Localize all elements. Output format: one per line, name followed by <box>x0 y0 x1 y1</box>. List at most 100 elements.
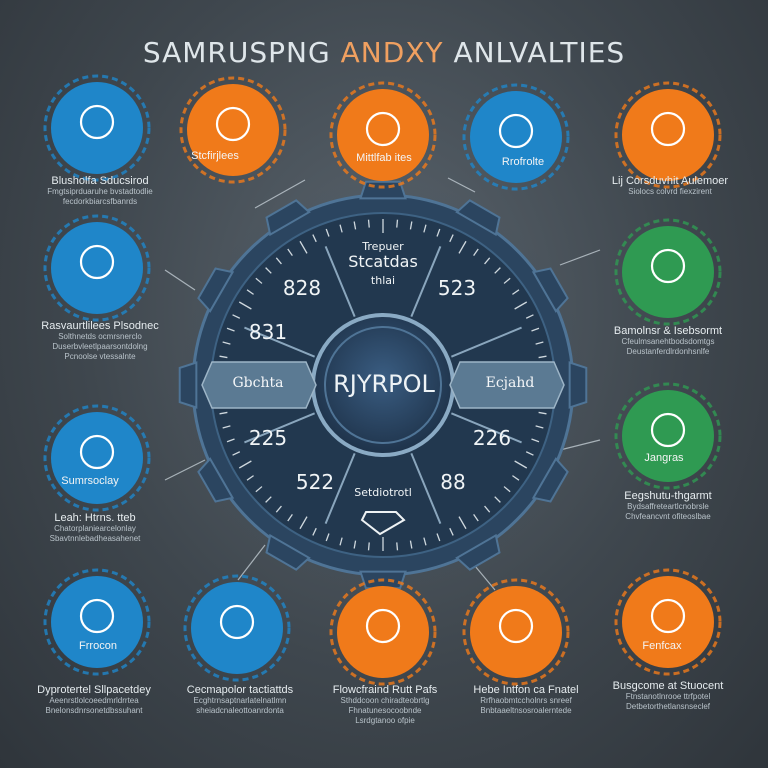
dial-tick <box>473 248 479 256</box>
dial-tick <box>255 486 263 493</box>
segment-value: 523 <box>437 276 477 300</box>
node-title: Rasvaurtlilees Plsodnec <box>41 320 159 332</box>
node-caption: Dyprotertel Sllpacetdey Aeenrstlolcoeedm… <box>14 684 174 716</box>
node-icon <box>650 598 686 634</box>
node-circle <box>462 578 570 686</box>
segment-divider <box>410 452 442 524</box>
dial-tick <box>246 475 254 481</box>
gear-tooth <box>455 199 501 237</box>
dial-tick <box>339 537 343 546</box>
node-icon <box>79 104 115 140</box>
dial-tick <box>409 221 413 230</box>
dial-tick <box>325 228 330 237</box>
node-icon <box>498 608 534 644</box>
dial-tick <box>514 301 528 310</box>
segment-value: 88 <box>440 470 466 494</box>
node-caption: Leah: Htrns. tteb Chatorplaniearcelonlay… <box>15 512 175 544</box>
hub-top-title-3: thlai <box>370 274 396 287</box>
node-title: Lij Corsduvhit Aulemoer <box>611 175 729 187</box>
node-desc: Aeenrstlolcoeedmrldrrtea Bnelonsdnrsonet… <box>45 696 143 715</box>
node-title: Leah: Htrns. tteb <box>54 512 136 524</box>
node-desc: Ecghtrnsaptnarlatelnatlmn sheiadcnaleott… <box>193 696 287 715</box>
arrow-icon <box>360 511 406 536</box>
dial-tick <box>353 221 357 230</box>
dial-tick <box>503 277 511 284</box>
node-title: Flowcfraind Rutt Pafs <box>332 684 438 696</box>
dial-tick <box>232 451 241 456</box>
node-circle <box>183 574 291 682</box>
dial-tick <box>299 240 308 254</box>
segment-divider <box>410 246 442 318</box>
node-circle <box>614 568 722 676</box>
node-icon <box>215 106 251 142</box>
node-desc: Siolocs colvrd fiexzirent <box>628 187 712 196</box>
title-part-1: SAMRUSPNG <box>142 36 331 69</box>
node-title: Bamolnsr & Isebsormt <box>613 325 723 337</box>
node-icon <box>650 412 686 448</box>
dial-tick <box>325 533 330 542</box>
node-circle <box>462 83 570 191</box>
segment-divider <box>244 326 316 358</box>
node-circle <box>43 404 151 512</box>
node-caption: Cecmapolor tactiattds Ecghtrnsaptnarlate… <box>160 684 320 716</box>
node-icon <box>498 113 534 149</box>
dial-tick <box>312 234 317 243</box>
dial-tick <box>265 496 272 503</box>
dial-tick <box>525 451 534 456</box>
dial-tick <box>287 248 293 256</box>
dial-tick <box>436 533 441 542</box>
title-part-3: ANLVALTIES <box>453 36 626 69</box>
banner-right <box>449 361 565 409</box>
node-title: Busgcome at Stuocent <box>612 680 724 692</box>
node-caption: Rasvaurtlilees Plsodnec Solthnetds ocmrs… <box>20 320 180 362</box>
node-caption: Lij Corsduvhit Aulemoer Siolocs colvrd f… <box>590 175 750 197</box>
node-title: Hebe Intfon ca Fnatel <box>473 684 579 696</box>
dial-tick <box>353 540 357 549</box>
node-icon <box>79 598 115 634</box>
dial-tick <box>222 341 231 345</box>
dial-tick <box>535 425 544 429</box>
gear-tooth <box>531 267 569 313</box>
dial-tick <box>396 219 399 228</box>
dial-tick <box>238 301 252 310</box>
gear-tooth <box>568 361 588 409</box>
connector-line <box>237 544 266 581</box>
dial-tick <box>484 505 491 513</box>
hub-top-title-1: Trepuer <box>362 240 404 253</box>
node-circle <box>179 76 287 184</box>
node-inner-label: Fenfcax <box>642 640 682 652</box>
segment-value: 225 <box>248 426 288 450</box>
node-inner-label: Mittlfab ites <box>356 152 412 164</box>
segment-divider <box>450 326 522 358</box>
gear-tooth <box>265 533 311 571</box>
gear-tooth <box>531 457 569 503</box>
node-title: Blusholfa Sducsirod <box>51 175 149 187</box>
node-circle <box>43 568 151 676</box>
node-icon <box>650 111 686 147</box>
gear-tooth <box>178 361 198 409</box>
node-desc: Sthddcoon chiradteobrtlg Fhnatunesocoobn… <box>340 696 430 725</box>
dial-tick <box>449 234 454 243</box>
node-desc: Rrfhaobmtccholnrs snreef Bnbtaaeltnsosro… <box>480 696 572 715</box>
dial-tick <box>222 425 231 429</box>
dial-tick <box>339 224 343 233</box>
dial-tick <box>226 438 235 443</box>
node-caption: Flowcfraind Rutt Pafs Sthddcoon chiradte… <box>305 684 465 726</box>
node-icon <box>79 244 115 280</box>
dial-tick <box>367 219 370 228</box>
dial-tick <box>312 527 317 536</box>
banner-left <box>201 361 317 409</box>
gear-tooth <box>455 533 501 571</box>
node-title: Dyprotertel Sllpacetdey <box>37 684 151 696</box>
node-inner-label: Stcfirjlees <box>191 150 239 162</box>
dial-tick <box>246 289 254 295</box>
node-desc: Fmgtsiprduaruhe bvstadtodlie fecdorkbiar… <box>47 187 153 206</box>
node-circle <box>43 214 151 322</box>
dial-tick <box>423 224 427 233</box>
hub-label: RJYRPOL <box>333 370 435 398</box>
dial-tick <box>494 267 501 274</box>
dial-tick <box>538 355 547 359</box>
hub-bottom-title: Setdiotrotl <box>354 486 412 499</box>
node-icon <box>219 604 255 640</box>
